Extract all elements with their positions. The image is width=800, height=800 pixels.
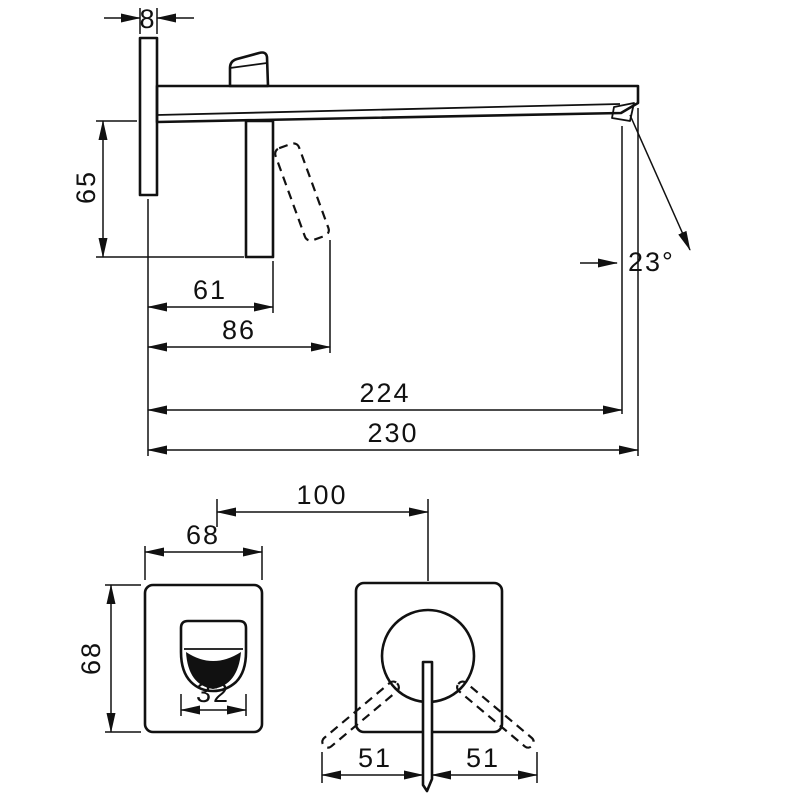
dim-label-spray-angle: 23° — [628, 247, 675, 277]
top-lever-line — [229, 62, 268, 69]
handle-escutcheon-view: 100 51 51 — [216, 480, 538, 793]
dim-spout-drop: 65 — [71, 120, 244, 258]
handle-swing-right-dashed — [456, 680, 535, 749]
spout-taper-line — [156, 103, 621, 116]
dim-label-spout-drop: 65 — [71, 170, 101, 204]
dim-escutcheon-height: 68 — [76, 584, 141, 733]
spout-escutcheon-plate — [143, 583, 264, 734]
dim-label-lever-reach: 86 — [222, 315, 256, 345]
spout-body — [155, 84, 640, 124]
dim-label-escutcheon-height: 68 — [76, 641, 106, 675]
top-lever — [228, 51, 270, 88]
dim-spout-length: 230 — [147, 108, 639, 456]
dim-label-spout-face-width: 32 — [196, 678, 230, 708]
dim-label-swing-left: 51 — [358, 743, 392, 773]
dim-label-spray-reach: 224 — [359, 378, 410, 408]
dim-escutcheon-width: 68 — [144, 520, 263, 580]
dim-spray-reach: 224 — [147, 126, 623, 415]
handle-swing-left-dashed — [321, 680, 400, 749]
dim-label-plate-thickness: 8 — [139, 4, 156, 34]
spout-front-outline — [179, 619, 248, 693]
spout-escutcheon-view: 68 68 32 — [76, 520, 264, 734]
mixer-body — [244, 119, 275, 259]
side-view: 8 65 61 86 224 — [71, 4, 691, 456]
dim-label-center-distance: 100 — [296, 480, 347, 510]
wall-plate — [138, 36, 159, 197]
dim-body-depth: 61 — [147, 261, 274, 313]
dim-spout-face-width: 32 — [180, 678, 247, 716]
dim-spray-angle: 23° — [580, 114, 691, 277]
dim-label-body-depth: 61 — [193, 275, 227, 305]
dim-handle-swing: 51 51 — [321, 743, 538, 783]
spout-opening-shade — [186, 652, 241, 689]
handle-stem — [421, 660, 434, 793]
dim-label-swing-right: 51 — [466, 743, 500, 773]
rotated-lever-dashed — [274, 142, 330, 242]
dim-lever-reach: 86 — [147, 240, 331, 353]
angle-line — [629, 114, 691, 251]
dim-label-spout-length: 230 — [367, 418, 418, 448]
dim-plate-thickness: 8 — [104, 4, 194, 34]
dim-label-escutcheon-width: 68 — [186, 520, 220, 550]
aerator-tip — [611, 102, 635, 122]
dim-center-distance: 100 — [216, 480, 429, 581]
